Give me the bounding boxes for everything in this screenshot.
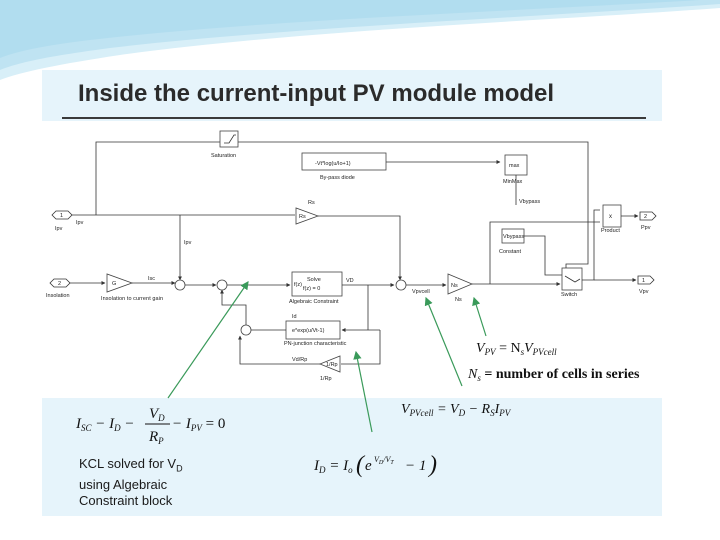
rs-gain-text: Rs xyxy=(299,214,306,220)
svg-text:ID = Io: ID = Io xyxy=(313,458,353,475)
svg-text:ISC − ID −: ISC − ID − xyxy=(75,416,135,433)
kcl-note: KCL solved for VD using Algebraic Constr… xyxy=(79,456,183,509)
equation-vpv: VPV = NsVPVcell xyxy=(476,341,557,357)
ipv-signal-label-2: Ipv xyxy=(184,240,192,246)
svg-text:VPV = NsVPVcell: VPV = NsVPVcell xyxy=(476,341,557,357)
rs-label: Rs xyxy=(308,200,315,206)
sum-vpvcell[interactable] xyxy=(395,279,407,291)
pn-junction-expr: e*exp(u/Vt-1) xyxy=(292,328,325,334)
insolation-gain-label: Insolation to current gain xyxy=(101,296,163,302)
rp-gain-block[interactable] xyxy=(318,355,341,373)
product-symbol: x xyxy=(609,214,612,220)
insolation-gain-g: G xyxy=(112,281,116,287)
ipv-signal-label: Ipv xyxy=(76,220,84,226)
saturation-label: Saturation xyxy=(211,153,236,159)
svg-text:− IPV = 0: − IPV = 0 xyxy=(172,416,225,433)
kcl-note-line3: Constraint block xyxy=(79,492,173,508)
bypass-diode-block[interactable] xyxy=(301,152,387,171)
input-port-insolation-label: Insolation xyxy=(46,293,70,299)
fz-port: f(z) xyxy=(294,282,302,288)
svg-text:VD/VT: VD/VT xyxy=(374,455,394,466)
alg-solve-1: Solve xyxy=(307,277,321,283)
id-label: Id xyxy=(292,314,297,320)
minmax-fn: max xyxy=(509,163,520,169)
sum-ipv[interactable] xyxy=(174,279,186,291)
algebraic-constraint-label: Algebraic Constraint xyxy=(289,299,339,305)
saturation-block[interactable] xyxy=(219,130,239,148)
svg-text:Ns = number of cells in series: Ns = number of cells in series xyxy=(467,367,640,383)
sum-id-rp[interactable] xyxy=(240,324,252,336)
output-port-ppv-num: 2 xyxy=(644,214,647,220)
alg-solve-2: f(z) = 0 xyxy=(303,286,320,292)
product-label: Product xyxy=(601,228,620,234)
svg-text:− 1: − 1 xyxy=(405,458,426,474)
minmax-label: MinMax xyxy=(503,179,523,185)
ns-gain-text: Ns xyxy=(451,283,458,289)
arrow-kcl xyxy=(167,281,249,399)
isc-label: Isc xyxy=(148,276,155,282)
output-port-vpv-num: 1 xyxy=(642,278,645,284)
svg-text:VPVcell = VD − RSIPV: VPVcell = VD − RSIPV xyxy=(401,402,512,418)
equation-diode: ID = Io ( e VD/VT − 1 ) xyxy=(313,452,437,478)
switch-block[interactable] xyxy=(561,267,583,291)
output-port-vpv[interactable] xyxy=(637,275,655,285)
product-block[interactable] xyxy=(602,204,622,228)
input-port-ipv-num: 1 xyxy=(60,213,63,219)
title-rule xyxy=(62,117,646,119)
output-port-vpv-label: Vpv xyxy=(639,289,649,295)
ns-gain-block[interactable] xyxy=(447,273,474,295)
vpvcell-label: Vpvcell xyxy=(412,289,430,295)
svg-text:VD: VD xyxy=(149,406,165,423)
svg-text:(: ( xyxy=(356,452,366,478)
rp-gain-label: 1/Rp xyxy=(320,376,332,382)
insolation-gain-block[interactable] xyxy=(106,273,134,293)
equation-ns: Ns = number of cells in series xyxy=(467,367,640,383)
svg-text:e: e xyxy=(365,458,372,474)
algebraic-constraint-block[interactable] xyxy=(291,271,343,297)
kcl-note-sub: D xyxy=(176,463,183,474)
constant-value: Vbypass xyxy=(503,234,524,240)
sum-id[interactable] xyxy=(216,279,228,291)
arrow-vcell xyxy=(424,296,463,387)
background-swoosh xyxy=(0,0,720,80)
rp-gain-text: 1/Rp xyxy=(326,362,338,368)
arrow-diode xyxy=(353,350,373,433)
ns-gain-label: Ns xyxy=(455,297,462,303)
arrow-vpv xyxy=(472,296,487,337)
rs-gain-block[interactable] xyxy=(295,207,320,225)
equation-vpvcell: VPVcell = VD − RSIPV xyxy=(401,402,512,418)
vd-label: VD xyxy=(346,278,354,284)
svg-text:RP: RP xyxy=(148,429,164,446)
svg-text:): ) xyxy=(427,452,437,478)
constant-label: Constant xyxy=(499,249,521,255)
equation-kcl: ISC − ID − VD RP − IPV = 0 xyxy=(75,406,225,446)
kcl-note-line1: KCL solved for V xyxy=(79,456,177,471)
bypass-diode-expr: -Vt*log(u/Io+1) xyxy=(315,161,351,167)
input-port-ipv-label: Ipv xyxy=(55,226,63,232)
output-port-ppv[interactable] xyxy=(639,211,657,221)
slide-title: Inside the current-input PV module model xyxy=(78,80,555,107)
input-port-insolation-num: 2 xyxy=(58,281,61,287)
bypass-diode-label: By-pass diode xyxy=(320,175,355,181)
vdrp-label: Vd/Rp xyxy=(292,357,307,363)
output-port-ppv-label: Ppv xyxy=(641,225,651,231)
switch-label: Switch xyxy=(561,292,577,298)
kcl-note-line2: using Algebraic xyxy=(79,476,168,492)
pn-junction-label: PN-junction characteristic xyxy=(284,341,347,347)
vbypass-label: Vbypass xyxy=(519,199,540,205)
